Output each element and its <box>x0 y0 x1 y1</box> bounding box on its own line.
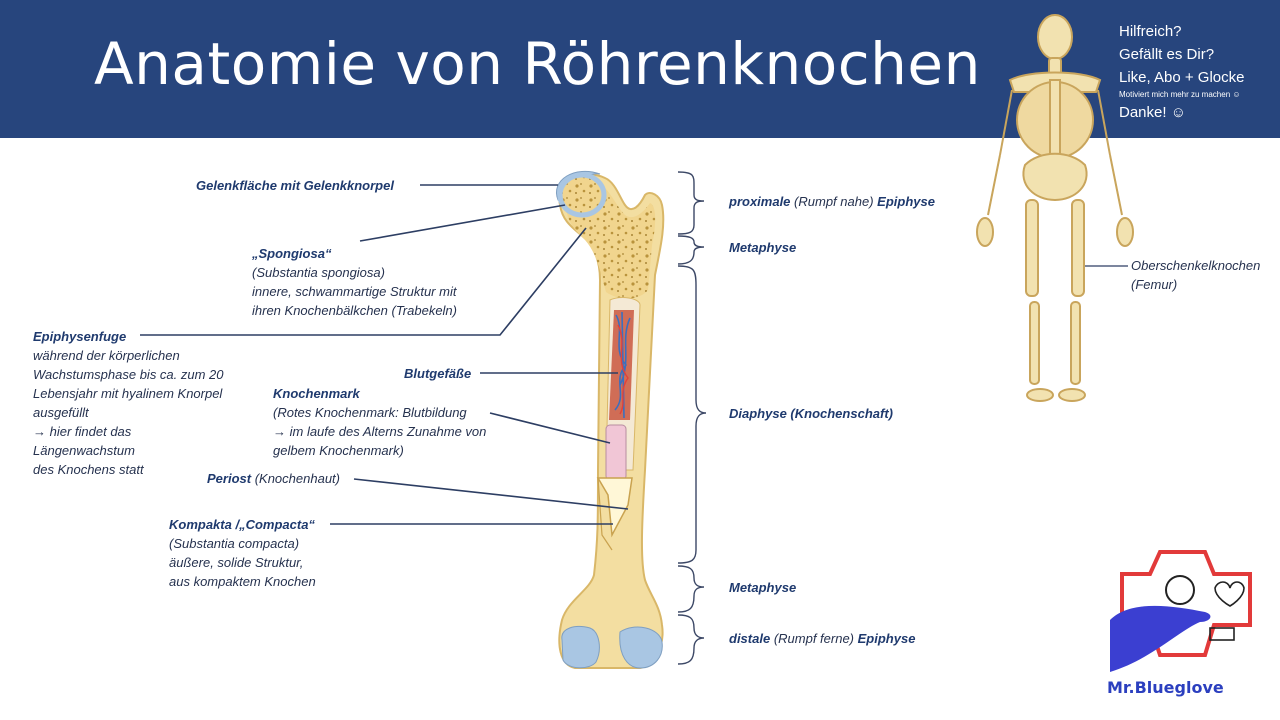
ambulance-icon <box>1209 627 1235 641</box>
label-epiphysenfuge: Epiphysenfuge während der körperlichen W… <box>33 329 224 477</box>
articular-cartilage-distal-left <box>561 626 600 669</box>
brand-name: Mr.Blueglove <box>1107 678 1224 697</box>
hand-icon <box>1110 605 1211 672</box>
label-blutgefaesse: Blutgefäße <box>404 366 472 381</box>
label-proximale-epiphyse: proximale (Rumpf nahe) Epiphyse <box>729 194 935 209</box>
label-femur: Oberschenkelknochen (Femur) <box>1131 258 1261 292</box>
label-distale-epiphyse: distale (Rumpf ferne) Epiphyse <box>729 631 916 646</box>
leader-lines <box>140 184 629 525</box>
compacta-section <box>596 477 633 538</box>
promo-line-4: Motiviert mich mehr zu machen ☺ <box>1119 90 1241 99</box>
yellow-marrow <box>605 424 627 481</box>
promo-line-1: Hilfreich? <box>1119 23 1182 40</box>
promo-line-3: Like, Abo + Glocke <box>1119 69 1245 86</box>
femoral-head <box>557 172 607 218</box>
label-metaphyse-bottom: Metaphyse <box>729 580 797 595</box>
region-braces <box>677 171 707 665</box>
label-knochenmark: Knochenmark (Rotes Knochenmark: Blutbild… <box>273 386 487 458</box>
page-title: Anatomie von Röhrenknochen <box>94 30 981 98</box>
person-icon <box>1165 575 1195 605</box>
label-metaphyse-top: Metaphyse <box>729 240 797 255</box>
brand-logo <box>1110 550 1252 672</box>
label-kompakta: Kompakta /„Compacta“ (Substantia compact… <box>169 517 316 589</box>
label-diaphyse: Diaphyse (Knochenschaft) <box>729 406 893 421</box>
promo-line-2: Gefällt es Dir? <box>1119 46 1215 63</box>
label-gelenkflaeche: Gelenkfläche mit Gelenkknorpel <box>196 178 394 193</box>
label-periost: Periost (Knochenhaut) <box>207 471 340 486</box>
heart-icon <box>1214 581 1245 607</box>
promo-line-5: Danke! ☺ <box>1119 104 1187 121</box>
promo-text: Hilfreich? Gefällt es Dir? Like, Abo + G… <box>1119 20 1245 124</box>
articular-cartilage-distal-right <box>619 626 663 669</box>
label-spongiosa: „Spongiosa“ (Substantia spongiosa) inner… <box>252 246 457 318</box>
skeleton-illustration <box>976 14 1134 402</box>
